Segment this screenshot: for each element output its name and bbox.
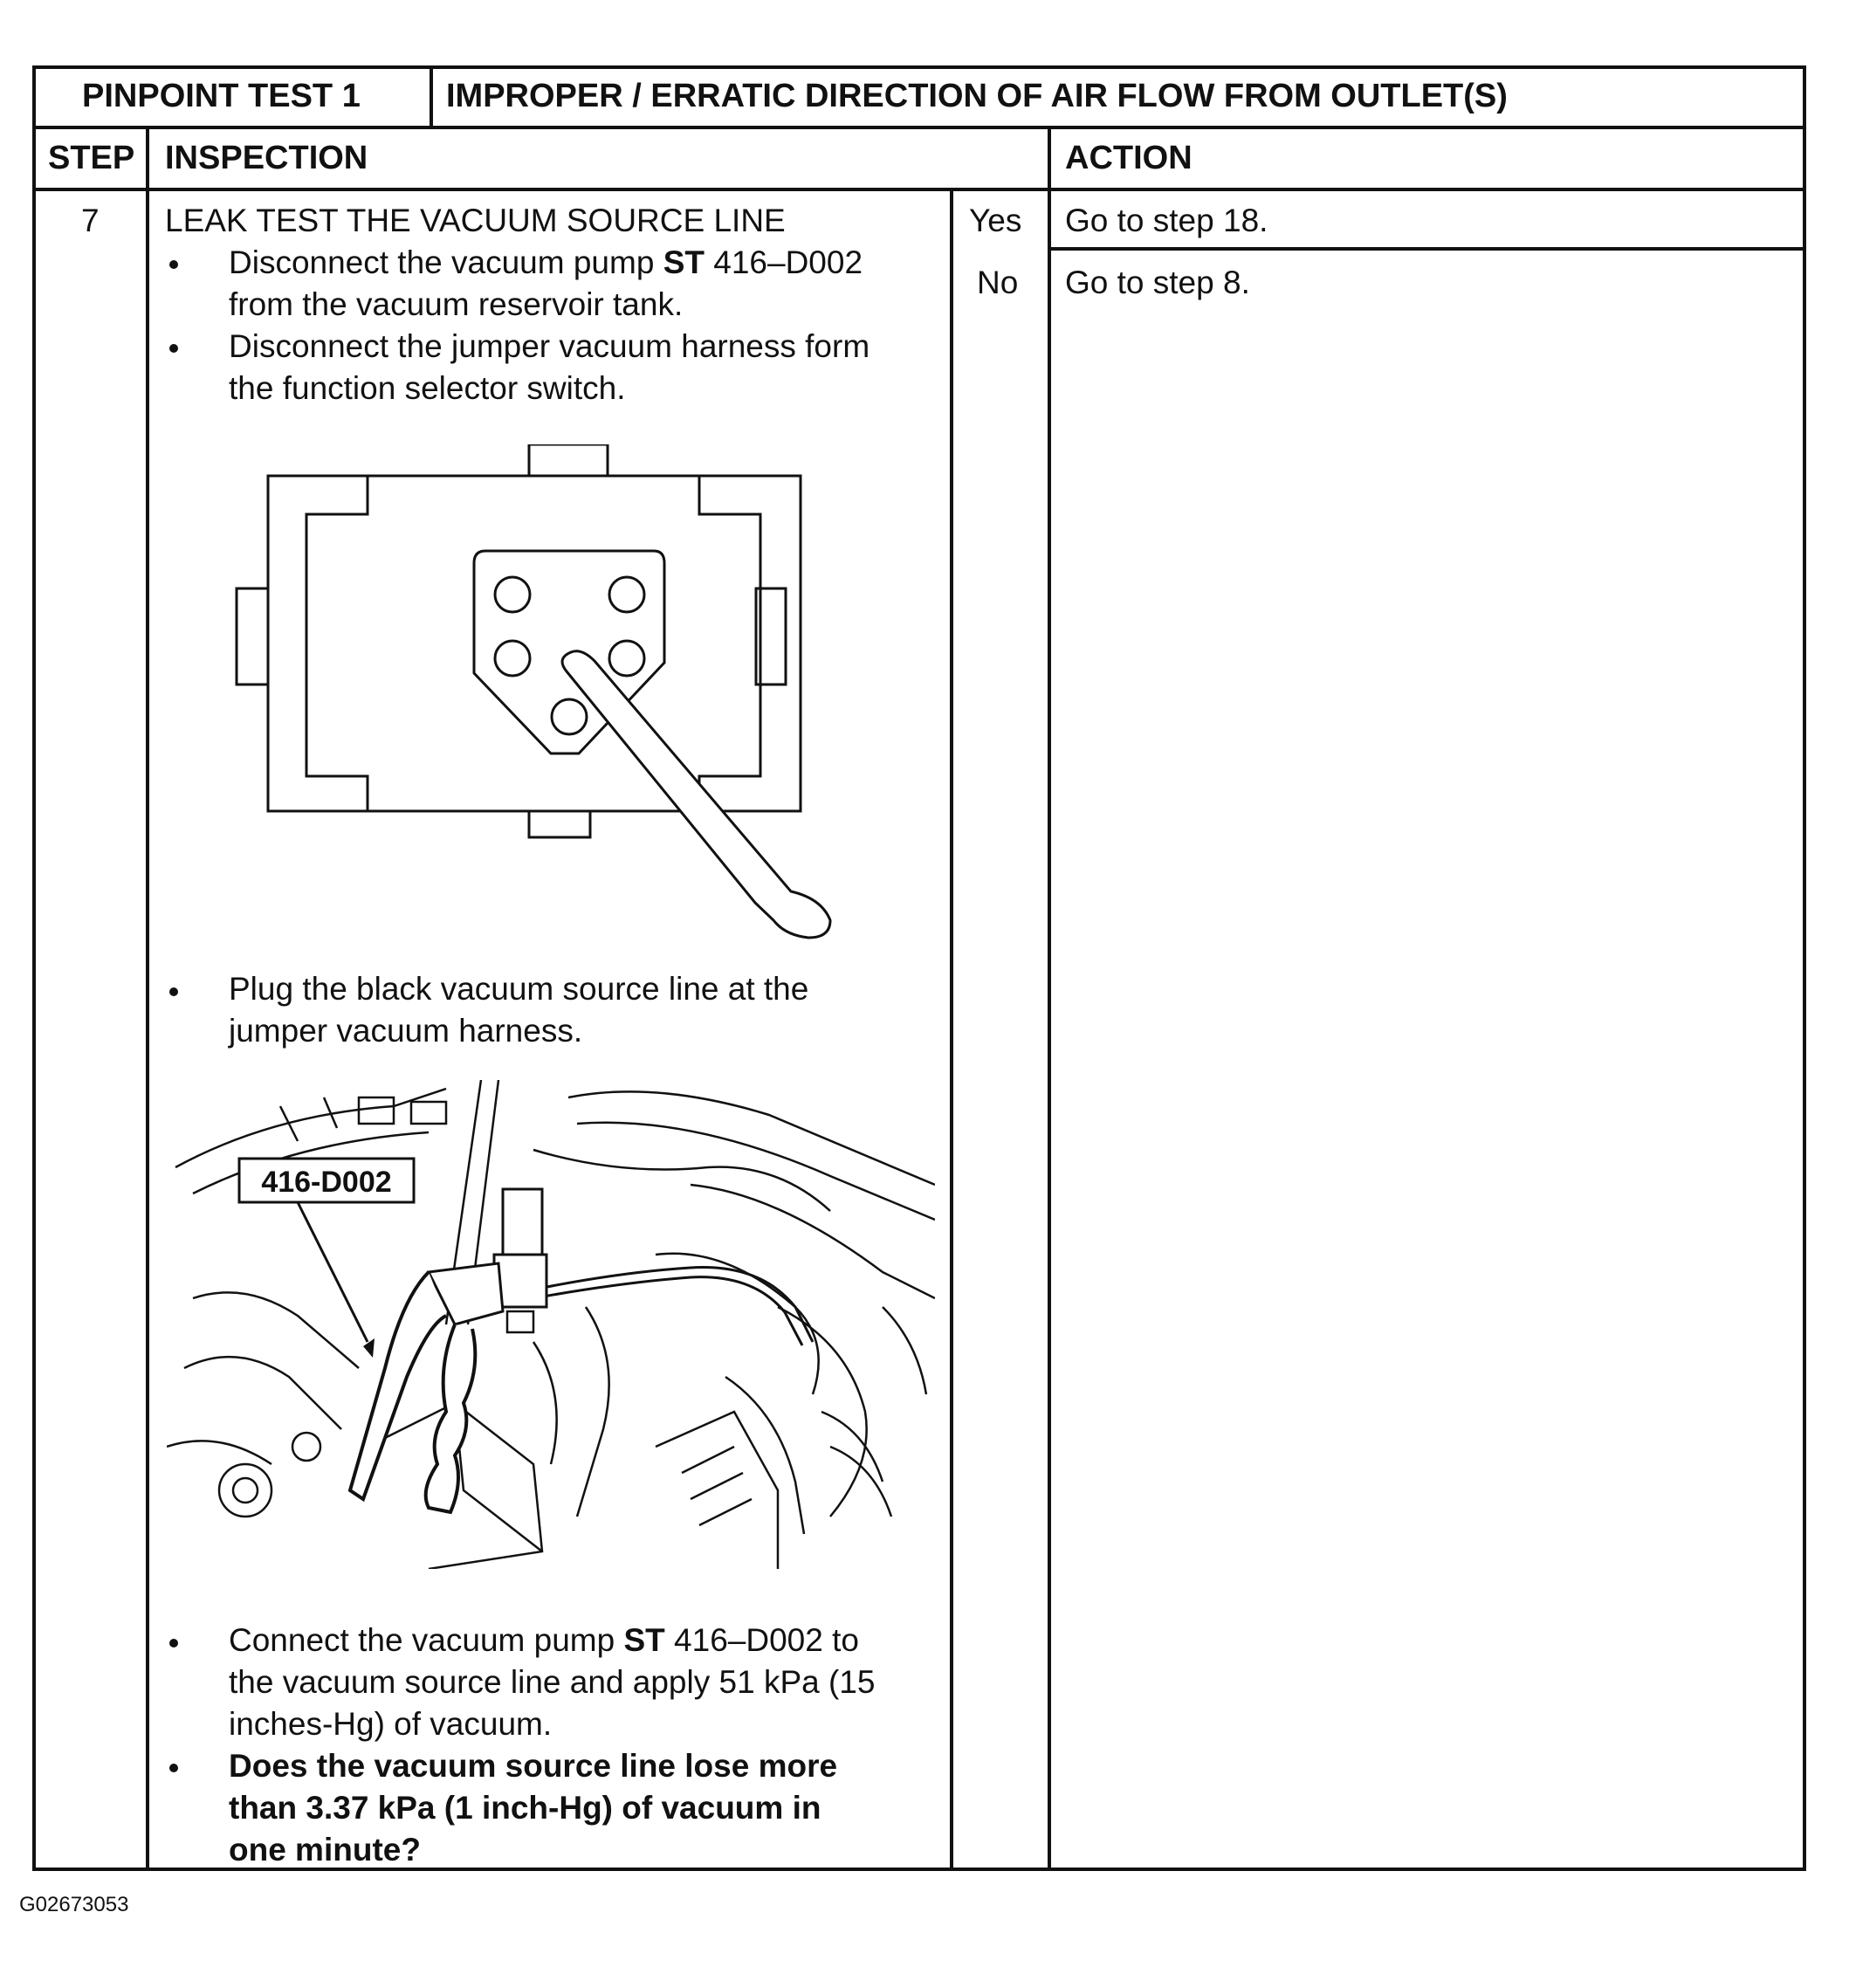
inspection-line: the function selector switch.: [229, 370, 626, 406]
header-divider: [36, 126, 1803, 129]
answer-yes: Yes: [969, 203, 1022, 238]
inspection-question-line: Does the vacuum source line lose more: [229, 1748, 838, 1784]
bullet-dot: [169, 344, 178, 353]
function-selector-switch-illustration: [235, 444, 832, 939]
column-header-divider: [36, 188, 1803, 191]
bullet-dot: [169, 1764, 178, 1772]
figure-id: G02673053: [19, 1893, 129, 1916]
header-title-divider: [430, 69, 433, 127]
column-header-action: ACTION: [1065, 140, 1193, 176]
inspection-line: Plug the black vacuum source line at the: [229, 971, 809, 1007]
inspection-line: Connect the vacuum pump ST 416–D002 to: [229, 1622, 859, 1658]
step-title: LEAK TEST THE VACUUM SOURCE LINE: [165, 203, 786, 238]
inspection-line: inches-Hg) of vacuum.: [229, 1706, 553, 1742]
test-label: PINPOINT TEST 1: [82, 78, 361, 114]
bullet-dot: [169, 260, 178, 269]
action-column-divider: [1048, 127, 1051, 1871]
action-no: Go to step 8.: [1065, 265, 1250, 300]
action-yes: Go to step 18.: [1065, 203, 1268, 238]
answer-column-divider: [950, 189, 953, 1871]
inspection-question-line: one minute?: [229, 1832, 421, 1868]
bullet-dot: [169, 987, 178, 996]
step-column-divider: [146, 127, 149, 1871]
answer-no: No: [977, 265, 1019, 300]
vacuum-pump-connection-illustration: 416-D002: [167, 1080, 935, 1569]
inspection-line: from the vacuum reservoir tank.: [229, 286, 684, 322]
inspection-line: Disconnect the vacuum pump ST 416–D002: [229, 244, 863, 280]
inspection-line: Disconnect the jumper vacuum harness for…: [229, 328, 870, 364]
yes-no-divider: [1048, 247, 1803, 251]
column-header-inspection: INSPECTION: [165, 140, 368, 176]
test-title: IMPROPER / ERRATIC DIRECTION OF AIR FLOW…: [446, 78, 1508, 114]
inspection-line: jumper vacuum harness.: [229, 1013, 583, 1049]
pinpoint-test-table: PINPOINT TEST 1 IMPROPER / ERRATIC DIREC…: [32, 65, 1806, 1871]
inspection-question-line: than 3.37 kPa (1 inch-Hg) of vacuum in: [229, 1790, 821, 1826]
bullet-dot: [169, 1639, 178, 1647]
step-number: 7: [81, 203, 100, 238]
tool-callout-label: 416-D002: [261, 1166, 391, 1199]
column-header-step: STEP: [48, 140, 135, 176]
inspection-line: the vacuum source line and apply 51 kPa …: [229, 1664, 876, 1700]
